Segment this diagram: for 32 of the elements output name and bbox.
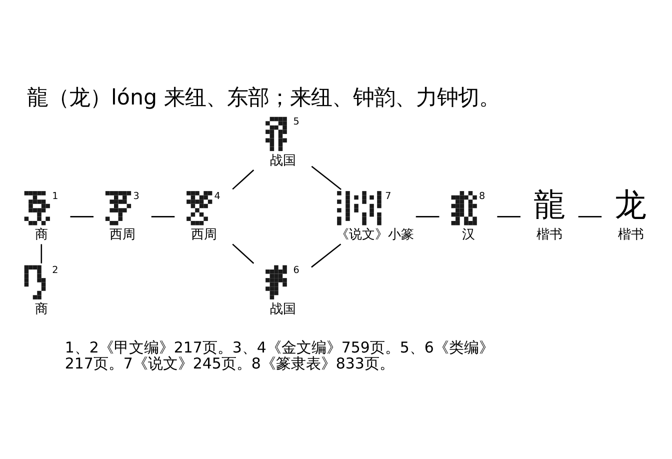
node-label: 4 (214, 190, 220, 202)
connector (416, 216, 440, 218)
node-label: 楷书 (618, 228, 644, 243)
connector (70, 216, 94, 218)
node-label: 8 (479, 190, 486, 202)
node-label: 5 (293, 116, 300, 128)
node-label: 3 (133, 190, 140, 202)
label: 1、2《甲文编》217页。3、4《金文编》759页。5、6《类编》217页。7《说文》245页。8《篆隶表》833页。 (64, 338, 494, 372)
node-label: 6 (293, 264, 300, 276)
node-label: 战国 (270, 153, 296, 168)
node-label: 商 (35, 302, 48, 317)
node-label: 《说文》小篆 (336, 228, 414, 243)
node-text: 龙 (614, 186, 647, 224)
connector (151, 216, 175, 218)
connector (232, 244, 254, 264)
node-label: 7 (385, 190, 392, 202)
node-label: 西周 (190, 228, 217, 243)
node-label: 楷书 (536, 228, 563, 243)
connector (311, 244, 342, 268)
connector (40, 244, 42, 264)
connector (232, 170, 254, 190)
node-label: 西周 (110, 228, 136, 243)
node-text: 龍 (533, 186, 566, 224)
node-label: 商 (35, 228, 48, 243)
connector (311, 166, 342, 190)
connector (497, 216, 520, 218)
node-label: 1 (52, 190, 58, 202)
connector (578, 216, 602, 218)
node-label: 汉 (462, 228, 475, 243)
node-label: 战国 (270, 302, 296, 317)
node-label: 2 (52, 264, 58, 276)
diagram-title: 龍（龙）lóng 来纽、东部；来纽、钟韵、力钟切。 (27, 86, 500, 111)
